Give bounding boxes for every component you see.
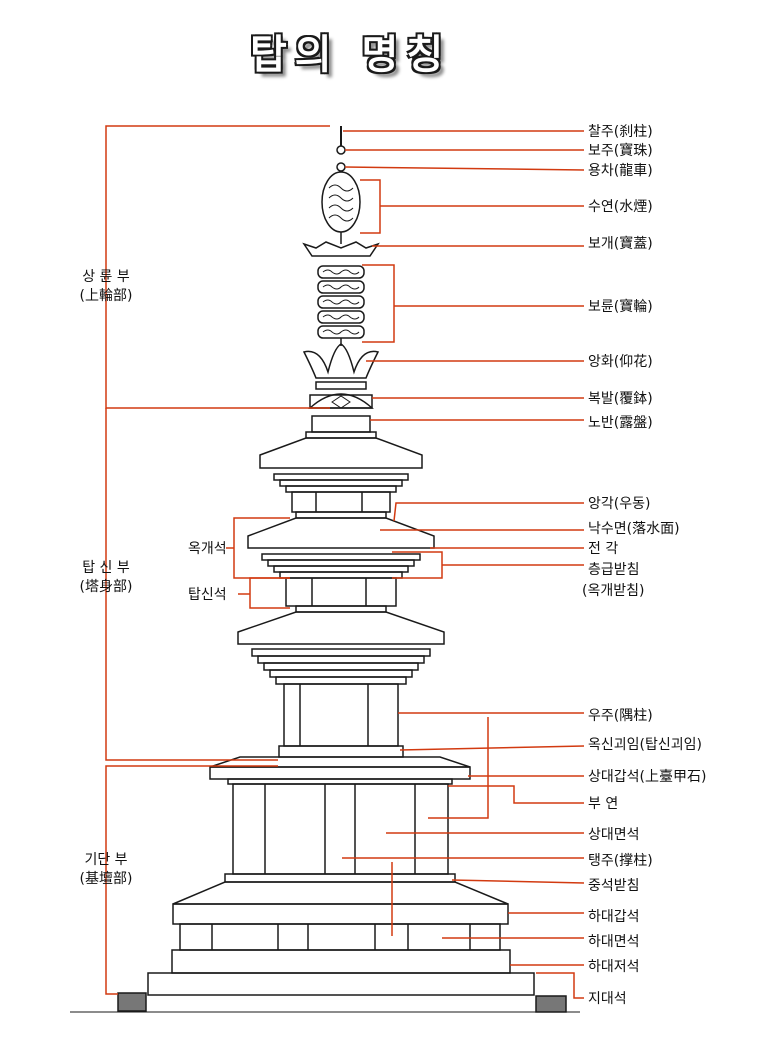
part-label: 전 각 (588, 541, 619, 557)
part-label: 지대석 (588, 991, 627, 1007)
noban (311, 415, 371, 433)
bogae (302, 241, 380, 257)
leader-line (362, 264, 395, 343)
leader-line (233, 517, 290, 579)
leader-line (392, 551, 443, 579)
part-label: 노반(露盤) (588, 415, 653, 431)
leader-line (393, 502, 584, 522)
left-part-label: 옥개석 (188, 541, 227, 557)
part-label: 보주(寶珠) (588, 143, 653, 159)
part-label: 보륜(寶輪) (588, 299, 653, 315)
part-label: 앙각(우동) (588, 496, 651, 512)
section-label: 탑 신 부 (塔身部) (66, 559, 146, 597)
part-label: 용차(龍車) (588, 163, 653, 179)
leader-line (448, 785, 584, 804)
part-label: 하대면석 (588, 934, 640, 950)
leader-line (451, 879, 585, 884)
page-title: 탑의 명칭 (250, 32, 452, 78)
leader-line (428, 717, 489, 819)
section-hanja: (上輪部) (79, 288, 133, 304)
part-label: 탱주(撑柱) (588, 853, 653, 869)
suyeon (321, 171, 361, 233)
left-part-label: 탑신석 (188, 587, 227, 603)
section-name: 상 륜 부 (82, 269, 130, 285)
part-label: 부 연 (588, 796, 619, 812)
leader-line (536, 972, 584, 999)
ground-hatch-left (117, 992, 147, 1012)
part-label: 층급받침 (588, 562, 640, 578)
leader-line (105, 765, 278, 995)
part-label: 앙화(仰花) (588, 354, 653, 370)
section-name: 기단 부 (84, 852, 128, 868)
leader-line (360, 179, 381, 234)
section-label: 기단 부 (基壇部) (66, 851, 146, 889)
part-label: (옥개받침) (582, 583, 645, 599)
leader-line (105, 408, 278, 761)
part-label: 찰주(刹柱) (588, 124, 653, 140)
leader-line (105, 125, 330, 409)
section-label: 상 륜 부 (上輪部) (66, 268, 146, 306)
part-label: 보개(寶蓋) (588, 236, 653, 252)
anghwa (302, 343, 380, 379)
part-label: 낙수면(落水面) (588, 521, 680, 537)
part-label: 하대갑석 (588, 909, 640, 925)
section-hanja: (塔身部) (79, 579, 133, 595)
part-label: 상대갑석(上臺甲石) (588, 769, 707, 785)
section-name: 탑 신 부 (82, 560, 130, 576)
leader-line (399, 745, 585, 751)
part-label: 수연(水煙) (588, 199, 653, 215)
leader-line (249, 577, 290, 609)
part-label: 중석받침 (588, 878, 640, 894)
part-label: 상대면석 (588, 827, 640, 843)
pagoda-outline (70, 126, 580, 1013)
leader-line (344, 166, 585, 171)
part-label: 옥신괴임(탑신괴임) (588, 737, 702, 753)
section-hanja: (基壇部) (79, 871, 133, 887)
ornament-swirls (322, 184, 360, 409)
part-label: 우주(隅柱) (588, 708, 653, 724)
part-label: 복발(覆鉢) (588, 391, 653, 407)
part-label: 하대저석 (588, 959, 640, 975)
